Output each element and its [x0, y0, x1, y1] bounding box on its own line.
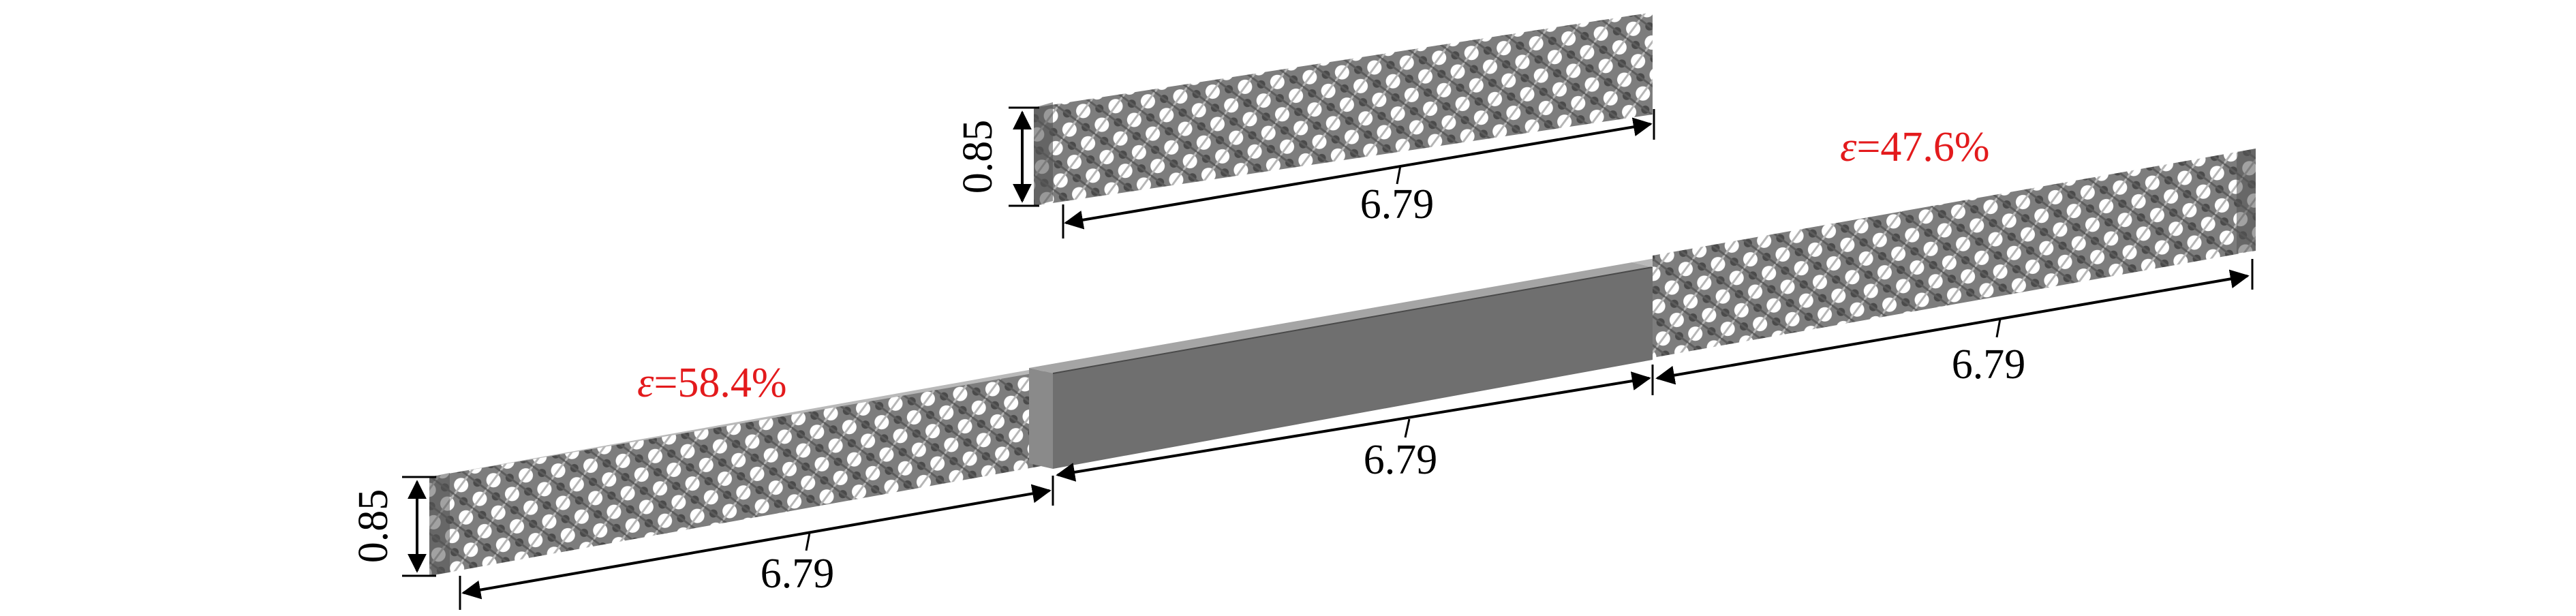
- left-lattice-end-face: [429, 473, 450, 576]
- left-length-label: 6.79: [761, 551, 835, 597]
- top-length-dimension: 6.79: [1062, 109, 1655, 238]
- right-lattice-end-face: [2237, 149, 2256, 253]
- top-height-label: 0.85: [955, 120, 1001, 194]
- right-strain-value: =47.6%: [1856, 124, 1989, 170]
- left-strain-label: ε=58.4%: [637, 360, 787, 406]
- right-length-label: 6.79: [1952, 341, 2026, 388]
- right-length-dimension: 6.79: [1655, 259, 2254, 388]
- top-length-label: 6.79: [1360, 181, 1435, 228]
- solid-length-dimension: 6.79: [1056, 365, 1654, 483]
- solid-length-label: 6.79: [1364, 437, 1438, 483]
- right-strain-symbol: ε: [1840, 124, 1857, 170]
- solid-section-end: [1029, 368, 1053, 469]
- left-strain-value: =58.4%: [654, 360, 786, 406]
- bottom-height-dimension: 0.85: [350, 476, 436, 577]
- solid-section-front: [1053, 267, 1653, 469]
- top-height-dimension: 0.85: [955, 106, 1039, 207]
- left-length-dimension: 6.79: [459, 476, 1054, 610]
- bottom-height-label: 0.85: [350, 489, 397, 564]
- left-strain-symbol: ε: [637, 360, 654, 406]
- solid-section-top: [1029, 262, 1653, 373]
- right-strain-label: ε=47.6%: [1840, 124, 1990, 170]
- top-lattice-end-face: [1034, 102, 1053, 206]
